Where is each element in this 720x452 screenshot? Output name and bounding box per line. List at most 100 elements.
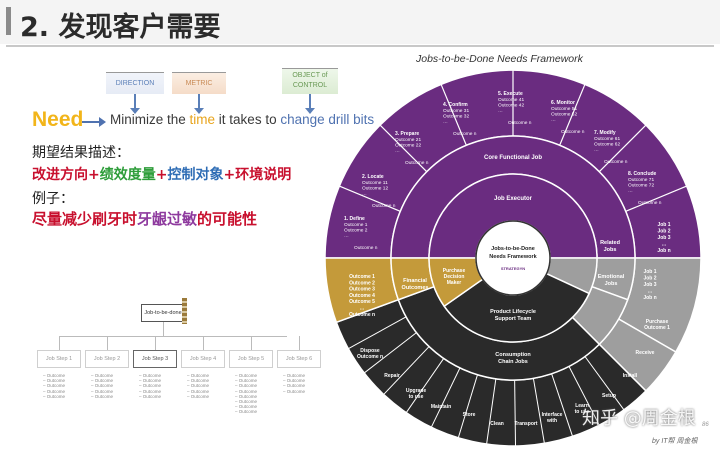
support-label: Support Team	[495, 316, 532, 322]
step-outcome-n: Outcome n	[372, 203, 396, 209]
financial-outcome-item: Outcome 3	[349, 287, 375, 293]
emotional-jobs-label: Emotional	[598, 274, 625, 280]
related-jobs-label: Related	[600, 240, 620, 246]
step-outcome: Outcome 31	[443, 108, 469, 114]
slice-divider	[405, 358, 445, 414]
core-step-title: 2. Locate	[362, 174, 384, 180]
watermark: 知乎 @周金根	[582, 408, 696, 429]
step-outcome: Outcome 42	[498, 103, 524, 109]
description-label: 期望结果描述：	[32, 145, 130, 161]
outcome-item: – Outcome	[43, 388, 66, 394]
consumption-job-item: Clean	[490, 421, 504, 427]
wheel-title: Jobs-to-be-Done Needs Framework	[416, 53, 583, 65]
outcome-item: – Outcome	[91, 378, 114, 384]
tree-connector	[163, 322, 164, 336]
consumption-job-item: Install	[623, 373, 638, 379]
related-job-item: …	[662, 242, 667, 248]
arrow-down-icon	[130, 94, 140, 114]
job-step-box: Job Step 2	[85, 350, 129, 368]
step-outcome: …	[443, 120, 448, 125]
financial-outcome-item: Outcome 5	[349, 299, 375, 305]
step-outcome: Outcome 11	[362, 180, 388, 186]
formula-part: +	[88, 167, 100, 183]
job-step-box: Job Step 6	[277, 350, 321, 368]
need-label: Need	[32, 108, 84, 131]
outcome-item: – Outcome	[283, 378, 306, 384]
slice-divider	[559, 84, 586, 146]
outcome-list: – Outcome– Outcome– Outcome– Outcome– Ou…	[235, 373, 257, 415]
center-label: Jobs-to-be-Done	[491, 246, 535, 252]
example-part: 的可能性	[197, 210, 258, 228]
outcome-item: – Outcome	[187, 373, 210, 378]
outcome-item: – Outcome	[283, 373, 306, 378]
step-outcome-n: Outcome n	[508, 120, 532, 126]
outcome-item: – Outcome	[43, 383, 66, 389]
outcome-item: – Outcome	[235, 378, 258, 384]
example-part: 牙龈过敏	[137, 210, 198, 228]
tree-connector	[203, 336, 204, 350]
related-jobs-label: Jobs	[604, 247, 617, 253]
sheet-number: 86	[702, 422, 709, 428]
step-outcome: …	[551, 118, 556, 123]
tree-connector	[59, 336, 60, 350]
step-outcome: Outcome 52	[551, 112, 577, 118]
slice-divider	[440, 84, 467, 146]
outcome-item: – Outcome	[235, 404, 258, 410]
arrow-right-icon	[82, 117, 106, 127]
slice-divider	[348, 316, 407, 350]
strategyn-logo: STRATEGYN	[501, 266, 525, 271]
step-outcome-n: Outcome n	[405, 160, 429, 166]
example-part: 尽量减少刷牙时	[32, 210, 138, 228]
step-outcome: …	[344, 234, 349, 239]
step-outcome: Outcome 2	[344, 228, 368, 234]
outcome-item: – Outcome	[91, 373, 114, 378]
purchase-maker-label: Maker	[447, 280, 462, 286]
slice-divider	[457, 374, 478, 439]
related-job-item: Job 3	[657, 235, 670, 241]
slice-divider	[551, 373, 574, 437]
formula-part: +	[223, 167, 236, 183]
outcome-list: – Outcome– Outcome– Outcome– Outcome– Ou…	[187, 373, 209, 399]
outcome-item: – Outcome	[91, 393, 114, 399]
step-outcome-n: Outcome n	[354, 245, 378, 251]
step-outcome: Outcome 61	[594, 136, 620, 142]
consumption-label: Chain Jobs	[498, 359, 528, 365]
financial-outcome-item: Outcome 1	[349, 274, 375, 280]
outcome-item: – Outcome	[91, 388, 114, 394]
outcome-list: – Outcome– Outcome– Outcome– Outcome– Ou…	[91, 373, 113, 399]
core-step-title: 8. Conclude	[628, 171, 657, 177]
step-outcome: …	[628, 189, 633, 194]
slice-divider	[584, 356, 625, 411]
slice-divider	[430, 367, 461, 428]
slice-divider	[379, 124, 428, 173]
related-job-item: Job 1	[657, 222, 670, 228]
tree-connector	[59, 336, 287, 337]
example-sentence: 尽量减少刷牙时牙龈过敏的可能性	[32, 208, 257, 229]
tree-connector	[107, 336, 108, 350]
outcome-item: – Outcome	[187, 383, 210, 389]
step-outcome-n: Outcome n	[453, 131, 477, 137]
outcome-item: – Outcome	[235, 409, 258, 415]
outcome-item: – Outcome	[235, 388, 258, 394]
core-step-title: 4. Confirm	[443, 102, 468, 108]
core-step-title: 1. Define	[344, 216, 365, 222]
step-outcome: Outcome 62	[594, 142, 620, 148]
slice-divider	[514, 379, 517, 446]
title-divider	[6, 45, 714, 47]
arrow-down-icon	[194, 94, 204, 114]
step-outcome-n: Outcome n	[604, 159, 628, 165]
outcome-item: – Outcome	[139, 383, 162, 389]
emotional-job-item: Job n	[643, 295, 656, 301]
core-step-title: 5. Execute	[498, 91, 523, 97]
step-outcome: Outcome 12	[362, 186, 388, 192]
outcome-item: – Outcome	[139, 393, 162, 399]
need-statement: Minimize the time it takes to change dri…	[110, 112, 374, 127]
job-step-box: Job Step 5	[229, 350, 273, 368]
consumption-job-item: Transport	[514, 421, 537, 427]
